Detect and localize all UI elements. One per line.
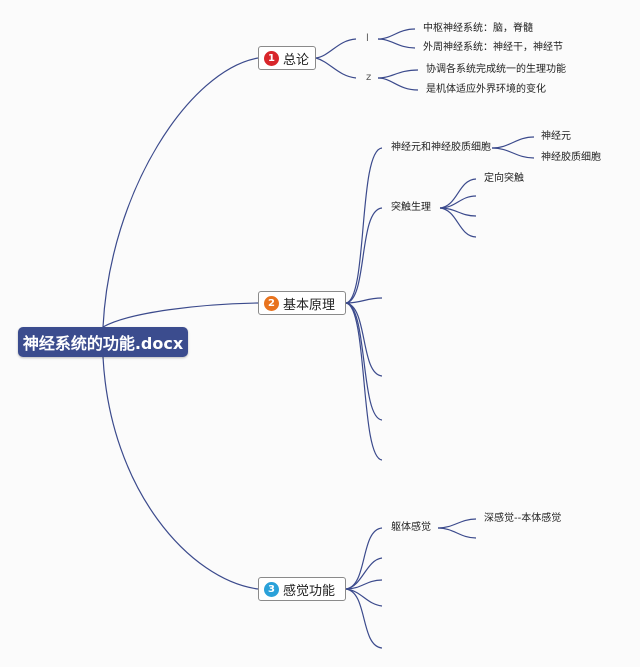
topic-neuron[interactable]: 神经元 — [541, 131, 571, 142]
overview-sub1-label[interactable]: l — [366, 33, 369, 44]
branch-number-badge: 1 — [264, 50, 279, 66]
branch-number-badge: 2 — [264, 295, 279, 311]
edge-principles-synapse — [345, 207, 383, 304]
topic-adaptation[interactable]: 是机体适应外界环境的变化 — [426, 84, 546, 95]
edge-sub1-item1 — [377, 28, 416, 40]
edge-somatic-item1 — [437, 518, 477, 529]
topic-coordination[interactable]: 协调各系统完成统一的生理功能 — [426, 64, 566, 75]
topic-glial-cell[interactable]: 神经胶质细胞 — [541, 152, 601, 163]
edge-principles-empty4 — [345, 302, 383, 461]
edge-sensation-empty2 — [345, 579, 383, 590]
root-topic[interactable]: 神经系统的功能.docx — [18, 327, 188, 357]
topic-neuron-and-glia[interactable]: 神经元和神经胶质细胞 — [391, 142, 491, 153]
topic-proprioception[interactable]: 深感觉--本体感觉 — [484, 513, 562, 524]
edge-somatic-empty1 — [437, 527, 477, 539]
edge-sensation-empty1 — [345, 557, 383, 590]
edge-sensation-somatic — [345, 527, 383, 590]
edge-synapse-item1 — [439, 178, 477, 209]
overview-sub2-label[interactable]: z — [366, 72, 372, 83]
branch-sensation-label: 感觉功能 — [283, 583, 336, 599]
branch-number-badge: 3 — [264, 581, 279, 597]
edge-sub2-item2 — [377, 77, 419, 91]
branch-principles-label: 基本原理 — [283, 297, 336, 313]
edge-neuron-item1 — [491, 136, 535, 149]
branch-overview[interactable]: 1 总论 — [258, 46, 316, 70]
topic-central-nervous-system[interactable]: 中枢神经系统：脑，脊髓 — [423, 23, 533, 34]
branch-principles[interactable]: 2 基本原理 — [258, 291, 346, 315]
edge-principles-empty2 — [345, 302, 383, 377]
edge-root-sensation — [102, 356, 259, 590]
branch-overview-label: 总论 — [283, 52, 310, 68]
topic-directed-synapse[interactable]: 定向突触 — [484, 173, 524, 184]
edge-overview-sub1 — [315, 38, 357, 59]
edge-overview-sub2 — [315, 57, 357, 79]
edge-root-overview — [102, 57, 259, 328]
edge-root-principles — [102, 302, 259, 328]
edge-sub2-item1 — [377, 69, 419, 79]
topic-somatic-sensation[interactable]: 躯体感觉 — [391, 522, 431, 533]
edge-sensation-empty4 — [345, 588, 383, 649]
root-topic-label: 神经系统的功能.docx — [22, 334, 184, 353]
edge-principles-empty3 — [345, 302, 383, 421]
edge-sub1-item2 — [377, 38, 416, 49]
edge-synapse-empty3 — [439, 207, 477, 238]
topic-synapse-physiology[interactable]: 突触生理 — [391, 202, 431, 213]
edge-neuron-item2 — [491, 147, 535, 159]
topic-peripheral-nervous-system[interactable]: 外周神经系统：神经干，神经节 — [423, 42, 563, 53]
edge-principles-neuron — [345, 147, 383, 304]
edge-principles-empty1 — [345, 297, 383, 304]
branch-sensation[interactable]: 3 感觉功能 — [258, 577, 346, 601]
